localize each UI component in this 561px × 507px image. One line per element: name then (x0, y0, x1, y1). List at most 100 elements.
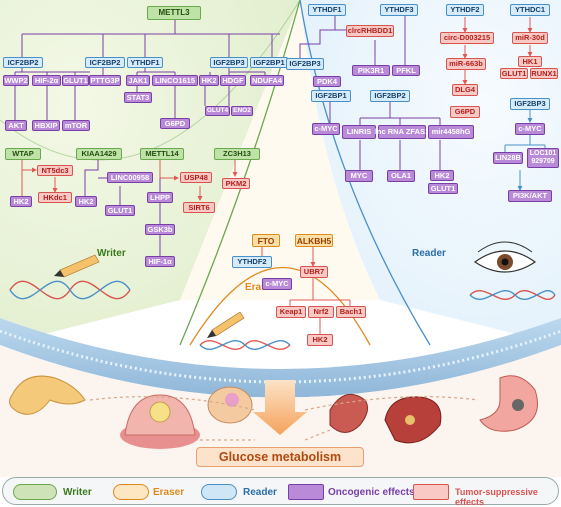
liver-icon (384, 396, 442, 444)
node-hif2a: HIF-2α (32, 75, 61, 86)
node-igf2bp3-r: IGF2BP3 (286, 58, 324, 70)
node-ythdf2-e: YTHDF2 (232, 256, 272, 268)
node-mir663b: miR-663b (446, 58, 486, 70)
node-gsk3b: GSK3b (145, 224, 175, 235)
node-runx1: RUNX1 (530, 68, 558, 79)
node-ubr7: UBR7 (300, 266, 328, 278)
node-ola1: OLA1 (387, 170, 415, 182)
node-igf2bp1-w: IGF2BP1 (250, 57, 288, 68)
node-hk2-c: HK2 (75, 196, 97, 207)
node-lin28b: LIN28B (493, 152, 523, 164)
organ-icon (120, 394, 200, 449)
legend-suppressive-label: Tumor-suppressive effects (455, 487, 538, 507)
node-hk2-e: HK2 (307, 334, 333, 346)
node-hif1a: HIF-1α (145, 256, 175, 267)
node-mtor: mTOR (62, 120, 90, 131)
node-bach1: Bach1 (336, 306, 366, 318)
node-wwp2: WWP2 (3, 75, 29, 86)
node-hkdc1: HKdc1 (38, 192, 72, 203)
legend-writer-swatch (13, 484, 57, 500)
node-usp48: USP48 (180, 172, 212, 183)
stomach-icon (479, 375, 538, 432)
node-glut4: GLUT4 (205, 106, 230, 116)
node-hk2-r: HK2 (430, 170, 454, 181)
node-igf2bp3-w: IGF2BP3 (210, 57, 248, 68)
node-lhpp: LHPP (147, 192, 173, 203)
node-mettl14: METTL14 (140, 148, 184, 160)
node-ythdc1: YTHDC1 (510, 4, 550, 16)
legend-reader-swatch (201, 484, 237, 500)
legend-writer-label: Writer (63, 487, 92, 498)
node-igf2bp3-r-b: IGF2BP3 (510, 98, 550, 110)
node-akt: AKT (5, 120, 27, 131)
legend-suppressive-swatch (413, 484, 449, 500)
eraser-label: Eraser (245, 282, 277, 293)
node-ythdf1: YTHDF1 (127, 57, 163, 68)
node-keap1: Keap1 (276, 306, 306, 318)
pencil-icon (54, 254, 100, 278)
node-cmyc-r-a: c-MYC (312, 123, 340, 135)
node-dlg4: DLG4 (452, 84, 478, 96)
node-circ-d003215: circ-D003215 (440, 32, 494, 44)
node-loc101929709: LOC101 929709 (527, 148, 559, 168)
node-cmyc-r-b: c-MYC (515, 123, 545, 135)
node-myc: MYC (345, 170, 373, 182)
cell-membrane (0, 318, 561, 398)
node-igf2bp1-r: IGF2BP1 (311, 90, 351, 102)
pancreas-icon (9, 375, 86, 415)
node-mettl3: METTL3 (147, 6, 201, 20)
node-glut1-b: GLUT1 (105, 205, 135, 216)
legend-oncogenic-label: Oncogenic effects (328, 487, 415, 498)
writer-label: Writer (97, 248, 126, 259)
node-alkbh5: ALKBH5 (295, 234, 333, 247)
node-eno2: ENO2 (231, 106, 253, 116)
legend-reader-label: Reader (243, 487, 277, 498)
legend: Writer Eraser Reader Oncogenic effects T… (2, 477, 559, 507)
node-ythdf2-r: YTHDF2 (446, 4, 484, 16)
node-g6pd-a: G6PD (160, 118, 190, 129)
glucose-metabolism-label: Glucose metabolism (196, 447, 364, 467)
node-hk1: HK1 (518, 56, 542, 67)
node-hk2-a: HK2 (199, 75, 219, 86)
node-pttg3p: PTTG3P (89, 75, 121, 86)
node-cmyc-e: c-MYC (262, 278, 292, 290)
glucose-arrow (253, 380, 307, 435)
node-hdgf: HDGF (220, 75, 246, 86)
node-pkm2: PKM2 (222, 178, 250, 189)
node-mir4458hg: mir4458hG (428, 125, 474, 139)
node-kiaa1429: KIAA1429 (76, 148, 122, 160)
node-fto: FTO (252, 234, 280, 247)
node-pik3r1: PIK3R1 (352, 65, 390, 76)
node-lncrna-zfas1: lnc RNA ZFAS1 (375, 125, 429, 139)
node-ythdf1-r: YTHDF1 (308, 4, 346, 16)
node-igf2bp2-b: ICF2BP2 (85, 57, 125, 68)
node-circrhbdd1: clrcRHBDD1 (346, 25, 394, 37)
node-nt5dc3: NT5dc3 (37, 165, 73, 176)
reader-label: Reader (412, 248, 446, 259)
node-sirt6: SIRT6 (183, 202, 215, 213)
node-igf2bp2-r: IGF2BP2 (370, 90, 410, 102)
node-linc01615: LINCO1615 (152, 75, 198, 86)
node-ndufa4: NDUFA4 (250, 75, 284, 86)
node-jak1: JAK1 (126, 75, 150, 86)
legend-oncogenic-swatch (288, 484, 324, 500)
eye-icon (473, 241, 537, 273)
node-pdk4: PDK4 (313, 76, 341, 87)
eraser-region (180, 0, 380, 300)
node-glut1-a: GLUT1 (62, 75, 89, 86)
eraser-pencil-icon (207, 311, 245, 338)
node-pi3k-akt: PI3K/AKT (508, 190, 552, 202)
node-linris: LINRIS (342, 125, 376, 139)
node-mir30d: miR-30d (512, 32, 548, 44)
node-nrf2: Nrf2 (308, 306, 334, 318)
node-pfkl: PFKL (392, 65, 420, 76)
node-g6pd-r: G6PD (450, 106, 480, 118)
node-igf2bp2-a: ICF2BP2 (3, 57, 43, 68)
node-glut1-r-b: GLUT1 (428, 183, 458, 194)
legend-eraser-swatch (113, 484, 149, 500)
node-hk2-b: HK2 (10, 196, 32, 207)
node-wtap: WTAP (5, 148, 41, 160)
kidney-icon (329, 393, 369, 433)
